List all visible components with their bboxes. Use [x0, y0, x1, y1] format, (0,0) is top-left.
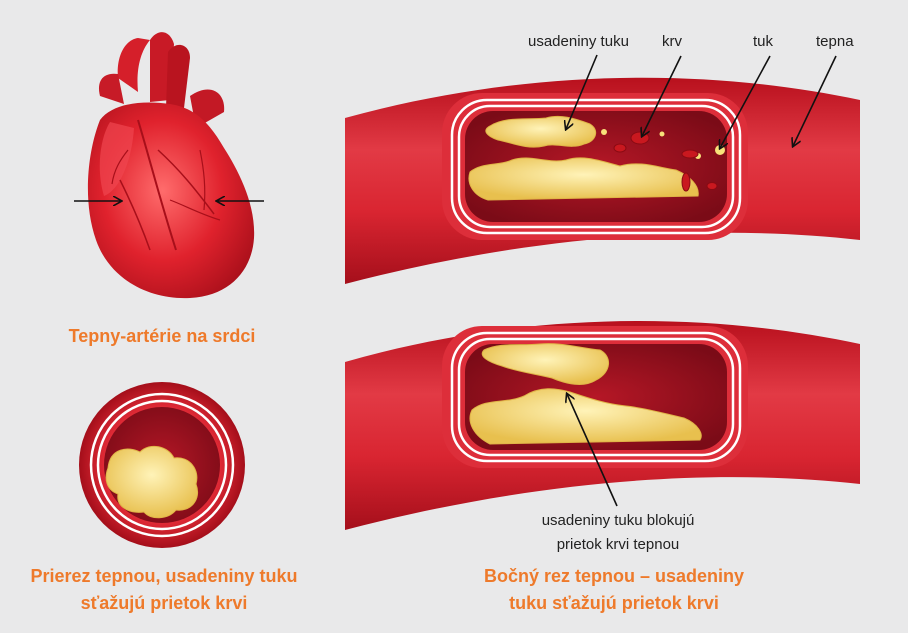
label-fat: tuk [753, 33, 773, 50]
caption-heart: Tepny-artérie na srdci [35, 323, 289, 350]
label-blocking: usadeniny tuku blokujú prietok krvi tepn… [518, 509, 718, 557]
fat-particle [660, 132, 665, 137]
cross-section-artery [79, 382, 245, 548]
caption-cross-section: Prierez tepnou, usadeniny tuku sťažujú p… [10, 563, 318, 617]
blood-cell [682, 173, 690, 191]
caption-side-section: Bočný rez tepnou – usadeniny tuku sťažuj… [464, 563, 764, 617]
blood-cell [614, 144, 626, 152]
blood-cell [682, 150, 698, 158]
caption-cross-section-line2: sťažujú prietok krvi [10, 590, 318, 617]
artery-side-section-bottom [345, 321, 860, 530]
caption-side-section-line1: Bočný rez tepnou – usadeniny [464, 563, 764, 590]
blood-cell [631, 132, 649, 144]
blood-cell [707, 183, 717, 190]
artery-side-section-top [345, 78, 860, 284]
fat-particle [601, 129, 607, 135]
heart-illustration [88, 32, 254, 298]
label-blood: krv [662, 33, 682, 50]
label-blocking-line1: usadeniny tuku blokujú [518, 509, 718, 533]
label-blocking-line2: prietok krvi tepnou [518, 533, 718, 557]
caption-side-section-line2: tuku sťažujú prietok krvi [464, 590, 764, 617]
caption-cross-section-line1: Prierez tepnou, usadeniny tuku [10, 563, 318, 590]
label-artery: tepna [816, 33, 854, 50]
label-fat-deposits: usadeniny tuku [528, 33, 629, 50]
